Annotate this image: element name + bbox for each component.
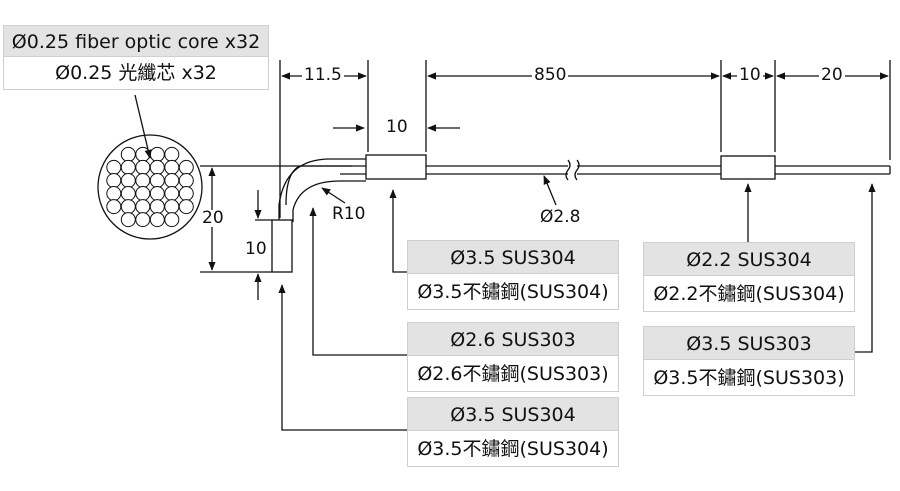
fiber-core (164, 146, 180, 162)
fiber-core (120, 146, 136, 162)
fiber-bundle-outline (97, 134, 203, 240)
callout-sleeve-right-en: Ø2.2 SUS304 (643, 242, 855, 276)
break-mark (565, 159, 580, 181)
dim-sleeve-10: 10 (384, 117, 410, 137)
fiber-core (164, 199, 180, 215)
callout-sleeve-left-zh: Ø3.5不鏽鋼(SUS304) (407, 274, 619, 310)
fiber-core (149, 199, 165, 215)
dim-10-top: 10 (737, 65, 763, 85)
callout-tip-en: Ø3.5 SUS304 (407, 397, 619, 431)
fiber-cores (106, 146, 194, 228)
fiber-core (178, 199, 194, 215)
fiber-core (120, 199, 136, 215)
fiber-core (106, 159, 122, 175)
fiber-core (106, 173, 122, 188)
fiber-core (178, 186, 194, 201)
leader-sleeve-left (389, 189, 410, 273)
sleeve-right (720, 155, 776, 180)
callout-bend: Ø2.6 SUS303 Ø2.6不鏽鋼(SUS303) (407, 322, 619, 392)
fiber-label-zh: Ø0.25 光纖芯 x32 (3, 57, 269, 90)
fiber-core (135, 159, 151, 175)
callout-sleeve-left: Ø3.5 SUS304 Ø3.5不鏽鋼(SUS304) (407, 240, 619, 310)
fiber-core (178, 159, 194, 175)
fiber-core (120, 186, 136, 201)
dim-height-20: 20 (200, 208, 226, 228)
fiber-label: Ø0.25 fiber optic core x32 Ø0.25 光纖芯 x32 (3, 25, 269, 90)
callout-sleeve-left-en: Ø3.5 SUS304 (407, 240, 619, 274)
callout-end-zh: Ø3.5不鏽鋼(SUS303) (643, 360, 855, 396)
fiber-core (149, 186, 165, 201)
fiber-core (120, 212, 136, 228)
fiber-core (120, 159, 136, 175)
fiber-core (135, 212, 151, 228)
callout-end-en: Ø3.5 SUS303 (643, 326, 855, 360)
callout-end: Ø3.5 SUS303 Ø3.5不鏽鋼(SUS303) (643, 326, 855, 396)
callout-sleeve-right: Ø2.2 SUS304 Ø2.2不鏽鋼(SUS304) (643, 242, 855, 312)
dim-radius: R10 (330, 204, 368, 224)
bend-inner (292, 180, 366, 222)
callout-bend-zh: Ø2.6不鏽鋼(SUS303) (407, 356, 619, 392)
leader-tip (278, 284, 410, 431)
dim-11-5: 11.5 (302, 65, 344, 85)
fiber-core (164, 159, 180, 175)
fiber-core (164, 173, 180, 188)
dim-20-top: 20 (819, 65, 845, 85)
fiber-core (149, 173, 165, 188)
leader-end (855, 183, 876, 353)
fiber-core (149, 212, 165, 228)
bend-mid (285, 165, 301, 206)
callout-sleeve-right-zh: Ø2.2不鏽鋼(SUS304) (643, 276, 855, 312)
callout-bend-en: Ø2.6 SUS303 (407, 322, 619, 356)
fiber-leader (134, 94, 152, 159)
fiber-core (106, 199, 122, 215)
leader-bend (309, 207, 410, 356)
fiber-label-en: Ø0.25 fiber optic core x32 (3, 25, 269, 57)
fiber-core (135, 173, 151, 188)
fiber-core (149, 146, 165, 162)
callout-tip-zh: Ø3.5不鏽鋼(SUS304) (407, 431, 619, 467)
fiber-core (178, 173, 194, 188)
fiber-core (164, 186, 180, 201)
fiber-core (106, 186, 122, 201)
dim-height-10: 10 (243, 239, 269, 259)
dim-850: 850 (532, 65, 569, 85)
sleeve-left (365, 154, 427, 180)
fiber-core (120, 173, 136, 188)
fiber-core (135, 186, 151, 201)
fiber-core (135, 199, 151, 215)
fiber-core (164, 212, 180, 228)
dim-tube-dia: Ø2.8 (538, 207, 583, 227)
tip (271, 219, 293, 273)
fiber-core (149, 159, 165, 175)
callout-tip: Ø3.5 SUS304 Ø3.5不鏽鋼(SUS304) (407, 397, 619, 467)
